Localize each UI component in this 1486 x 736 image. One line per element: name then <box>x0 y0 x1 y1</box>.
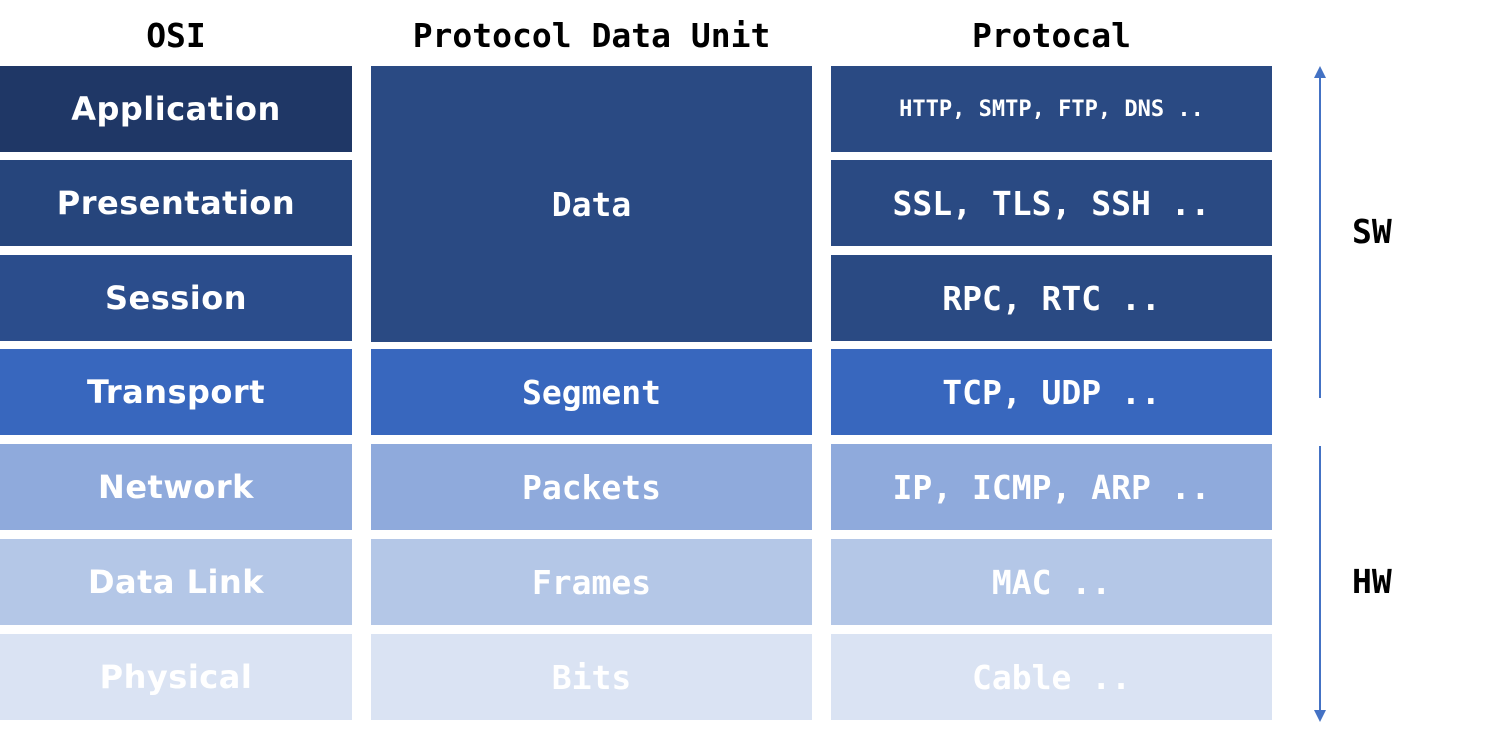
osi-layer-transport: Transport <box>0 349 352 435</box>
protocol-data-link: MAC .. <box>831 539 1272 625</box>
protocol-transport: TCP, UDP .. <box>831 349 1272 435</box>
pdu-frames: Frames <box>371 539 812 625</box>
hw-label: HW <box>1352 562 1392 601</box>
protocol-presentation: SSL, TLS, SSH .. <box>831 160 1272 246</box>
arrow-up-line <box>1319 76 1321 398</box>
osi-layer-network: Network <box>0 444 352 530</box>
arrow-down-line <box>1319 446 1321 712</box>
protocol-application: HTTP, SMTP, FTP, DNS .. <box>831 66 1272 152</box>
protocol-physical: Cable .. <box>831 634 1272 720</box>
sw-label: SW <box>1352 212 1392 251</box>
pdu-packets: Packets <box>371 444 812 530</box>
pdu-header: Protocol Data Unit <box>412 16 771 55</box>
osi-layer-physical: Physical <box>0 634 352 720</box>
protocol-session: RPC, RTC .. <box>831 255 1272 341</box>
osi-layer-presentation: Presentation <box>0 160 352 246</box>
protocol-header: Protocal <box>972 16 1131 55</box>
arrow-up-head <box>1314 66 1326 78</box>
osi-layer-session: Session <box>0 255 352 341</box>
osi-layer-data-link: Data Link <box>0 539 352 625</box>
osi-layer-application: Application <box>0 66 352 152</box>
arrow-down-head <box>1314 710 1326 722</box>
protocol-network: IP, ICMP, ARP .. <box>831 444 1272 530</box>
osi-header: OSI <box>146 16 206 55</box>
pdu-segment: Segment <box>371 349 812 435</box>
pdu-data: Data <box>371 66 812 342</box>
pdu-bits: Bits <box>371 634 812 720</box>
